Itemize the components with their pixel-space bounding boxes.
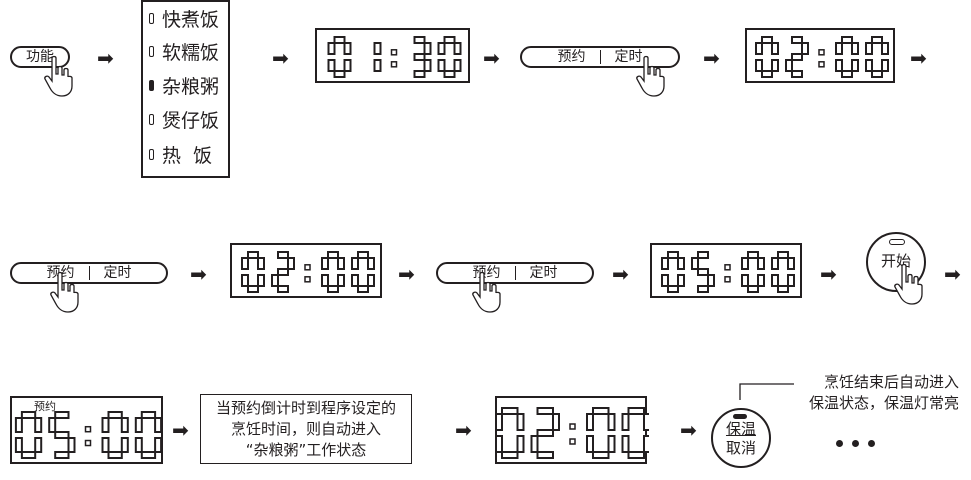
divider	[88, 266, 90, 280]
seven-segment-digit	[14, 411, 43, 459]
seven-segment-digit	[741, 251, 765, 293]
countdown-note: 当预约倒计时到程序设定的 烹饪时间，则自动进入 “杂粮粥”工作状态	[200, 394, 412, 464]
time-display	[650, 243, 802, 298]
colon-segment	[569, 423, 576, 445]
colon-segment	[304, 264, 311, 283]
seven-segment-digit	[755, 36, 779, 78]
divider	[599, 50, 601, 64]
preset-timer-button[interactable]: 预约 定时	[10, 262, 168, 284]
indicator-light	[149, 114, 154, 125]
menu-item-reheat[interactable]: 热 饭	[149, 145, 212, 167]
cancel-label: 取消	[725, 439, 756, 457]
right-arrow-icon: ➡	[172, 418, 189, 442]
pressing-hand-icon	[50, 271, 79, 313]
right-arrow-icon: ➡	[820, 262, 837, 286]
time-display: 预约	[10, 396, 163, 464]
seven-segment-digit	[835, 36, 859, 78]
colon-segment	[390, 49, 398, 68]
colon-segment	[818, 49, 825, 68]
pressing-hand-icon	[636, 55, 665, 97]
right-arrow-icon: ➡	[612, 262, 629, 286]
timer-label: 定时	[103, 265, 132, 281]
pressing-hand-icon	[44, 55, 73, 97]
time-display	[230, 243, 382, 298]
seven-segment-digit	[785, 36, 809, 78]
seven-segment-digit	[586, 407, 616, 459]
menu-item-claypot-rice[interactable]: 煲仔饭	[149, 110, 219, 132]
right-arrow-icon: ➡	[680, 418, 697, 442]
colon-segment	[84, 425, 92, 447]
right-arrow-icon: ➡	[944, 262, 961, 286]
seven-segment-digit	[530, 407, 560, 459]
pressing-hand-icon	[894, 263, 923, 305]
preset-timer-button[interactable]: 预约 定时	[520, 46, 680, 68]
timer-label: 定时	[529, 265, 558, 281]
ellipsis-dots-icon	[836, 432, 884, 451]
timer-label: 定时	[614, 49, 643, 65]
function-button[interactable]: 功能	[10, 46, 70, 68]
seven-segment-digit	[661, 251, 685, 293]
indicator-light-on	[733, 414, 747, 419]
seven-segment-digit	[865, 36, 889, 78]
function-button-label: 功能	[26, 49, 54, 65]
menu-item-grain-porridge[interactable]: 杂粮粥	[149, 76, 219, 98]
right-arrow-icon: ➡	[97, 46, 114, 70]
time-display	[495, 396, 649, 464]
seven-segment-digit	[437, 36, 462, 78]
divider	[514, 266, 516, 280]
indicator-light	[149, 149, 154, 160]
indicator-light	[149, 46, 154, 57]
preset-indicator-label: 预约	[34, 400, 56, 413]
seven-segment-digit	[327, 36, 352, 78]
seven-segment-digit	[321, 251, 345, 293]
indicator-light	[149, 13, 154, 24]
leader-line	[739, 383, 794, 400]
pressing-hand-icon	[472, 271, 501, 313]
seven-segment-digit	[373, 42, 382, 72]
right-arrow-icon: ➡	[483, 46, 500, 70]
seven-segment-digit	[771, 251, 795, 293]
seven-segment-digit	[241, 251, 265, 293]
seven-segment-digit	[271, 251, 295, 293]
time-display	[745, 28, 895, 83]
seven-segment-digit	[497, 407, 525, 459]
right-arrow-icon: ➡	[455, 418, 472, 442]
seven-segment-digit	[413, 36, 432, 78]
menu-item-quick-cook[interactable]: 快煮饭	[149, 9, 219, 31]
right-arrow-icon: ➡	[910, 46, 927, 70]
preset-label: 预约	[557, 49, 586, 65]
right-arrow-icon: ➡	[190, 262, 207, 286]
seven-segment-digit	[351, 251, 375, 293]
preset-timer-button[interactable]: 预约 定时	[436, 262, 594, 284]
seven-segment-digit	[101, 411, 129, 459]
right-arrow-icon: ➡	[703, 46, 720, 70]
indicator-light-on	[149, 80, 154, 91]
keep-warm-note: 烹饪结束后自动进入 保温状态，保温灯常亮	[808, 373, 959, 412]
keep-warm-label: 保温	[725, 420, 756, 438]
right-arrow-icon: ➡	[272, 46, 289, 70]
seven-segment-digit	[621, 407, 649, 459]
right-arrow-icon: ➡	[398, 262, 415, 286]
seven-segment-digit	[134, 411, 163, 459]
keep-warm-cancel-button[interactable]: 保温 取消	[711, 408, 771, 468]
time-display	[315, 28, 470, 83]
seven-segment-digit	[691, 251, 715, 293]
program-menu: 快煮饭 软糯饭 杂粮粥 煲仔饭 热 饭	[141, 0, 230, 178]
indicator-light	[889, 239, 905, 245]
colon-segment	[724, 264, 731, 283]
menu-item-soft-rice[interactable]: 软糯饭	[149, 42, 219, 64]
seven-segment-digit	[48, 411, 76, 459]
